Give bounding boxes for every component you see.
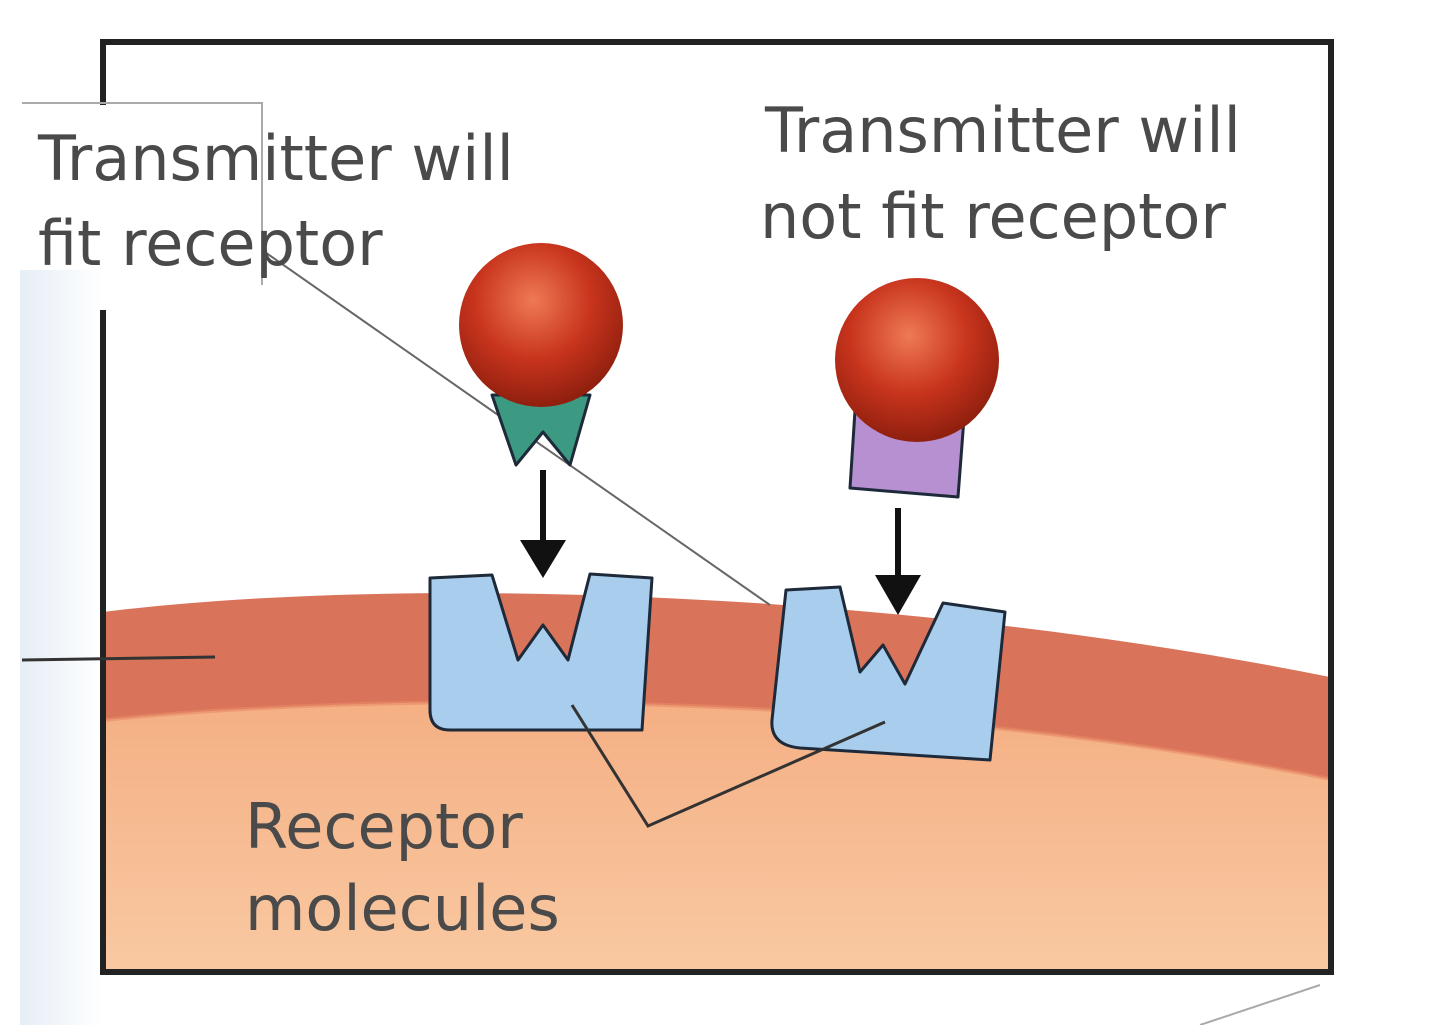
corner-line xyxy=(1199,984,1321,1025)
arrow-not-fit xyxy=(875,508,921,615)
fit-label-line-2: fit receptor xyxy=(38,207,383,280)
arrow-fit xyxy=(520,470,566,578)
fit-label-box xyxy=(22,102,263,285)
not-fit-label-line-1: Transmitter will xyxy=(764,94,1241,167)
transmitter-fit xyxy=(459,243,623,467)
receptor-pointer-lines xyxy=(570,704,886,828)
receptor-fit xyxy=(428,572,654,732)
receptor-not-fit xyxy=(770,585,1007,762)
membrane-pointer-line xyxy=(21,655,216,662)
receptor-label-line-1: Receptor xyxy=(245,790,523,863)
receptor-label-line-2: molecules xyxy=(245,872,560,945)
transmitter-not-fit xyxy=(835,278,999,499)
fit-label-line-1: Transmitter will xyxy=(37,122,514,195)
transmitter-fit-sphere xyxy=(459,243,623,407)
cell-membrane-inner-edge xyxy=(103,700,1331,782)
cell-membrane xyxy=(103,593,1331,780)
not-fit-label-line-2: not fit receptor xyxy=(760,180,1226,253)
left-background-panel xyxy=(20,270,103,1025)
transmitter-not-fit-sphere xyxy=(835,278,999,442)
cell xyxy=(103,593,1331,972)
figure-frame xyxy=(100,39,1334,975)
